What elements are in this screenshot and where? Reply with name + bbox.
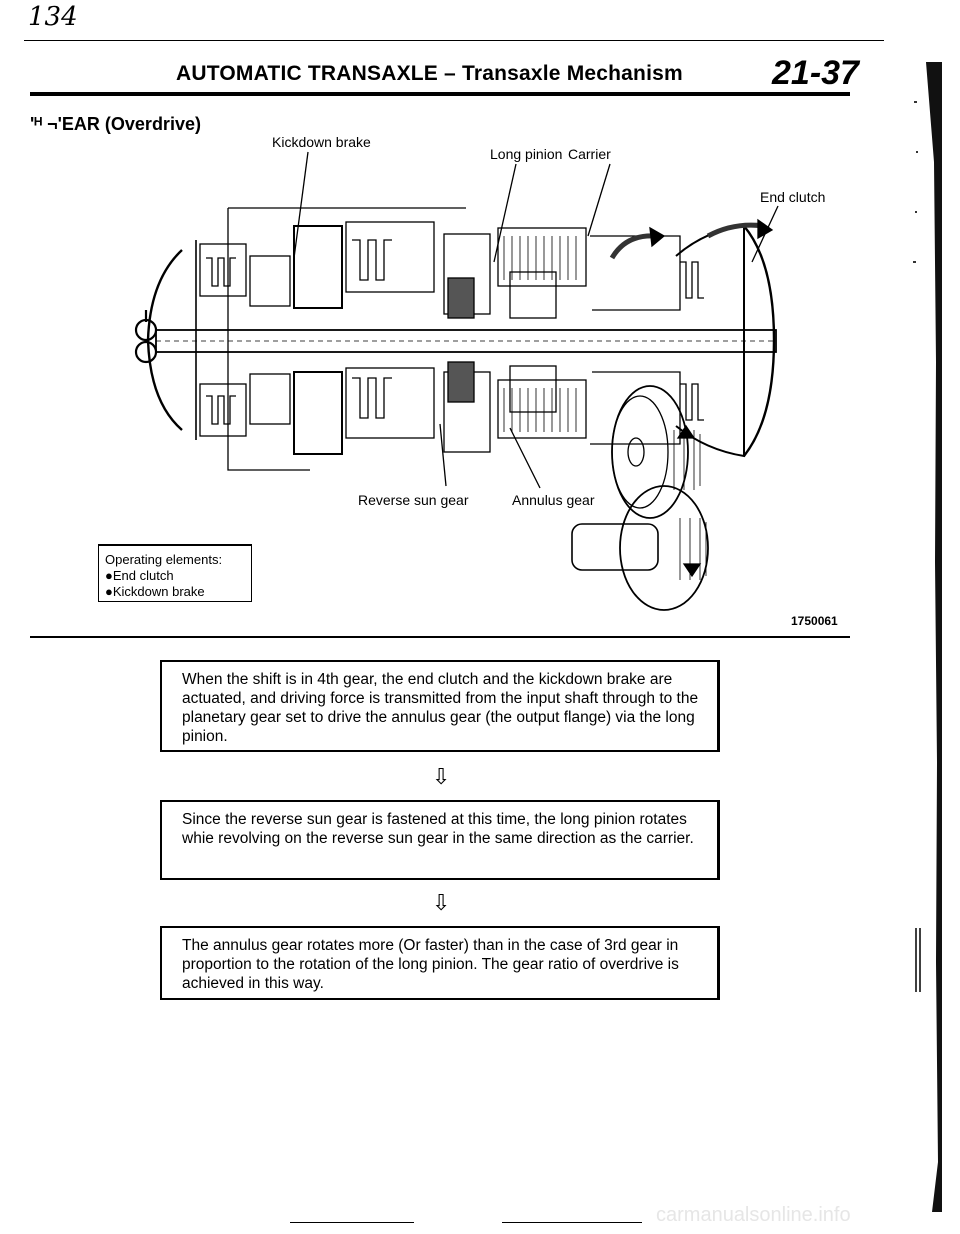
page-number: 21-37 xyxy=(772,54,859,92)
label-reverse-sun-gear: Reverse sun gear xyxy=(358,492,469,508)
footer-rule-right xyxy=(502,1222,642,1223)
flow-step-1: When the shift is in 4th gear, the end c… xyxy=(160,660,720,752)
leader-annulus xyxy=(509,427,541,489)
operating-elements-title: Operating elements: xyxy=(105,552,223,567)
label-end-clutch: End clutch xyxy=(760,189,826,205)
leader-kickdown xyxy=(293,151,309,259)
handwritten-page-number: 134 xyxy=(28,2,78,32)
leader-reverse-sun xyxy=(439,423,447,487)
figure-number: 1750061 xyxy=(791,614,838,628)
leader-long-pinion xyxy=(493,163,517,263)
leader-carrier xyxy=(587,163,611,237)
operating-elements-box: Operating elements: ●End clutch ●Kickdow… xyxy=(98,544,252,602)
label-annulus-gear: Annulus gear xyxy=(512,492,595,508)
figure-rule xyxy=(30,636,850,638)
down-arrow-icon: ⇩ xyxy=(432,890,451,915)
down-arrow-icon: ⇩ xyxy=(432,764,451,789)
label-carrier: Carrier xyxy=(568,146,611,162)
flow-step-3: The annulus gear rotates more (Or faster… xyxy=(160,926,720,1000)
top-rule xyxy=(24,40,884,41)
watermark: carmanualsonline.info xyxy=(656,1204,851,1226)
label-long-pinion: Long pinion xyxy=(490,146,563,162)
operating-element-item: ●Kickdown brake xyxy=(105,584,205,599)
label-kickdown-brake: Kickdown brake xyxy=(272,134,371,150)
operating-element-item: ●End clutch xyxy=(105,568,174,583)
section-title: 'ᴴ ¬'EAR (Overdrive) xyxy=(30,114,201,134)
header-rule xyxy=(30,92,850,96)
scan-binding-edge xyxy=(913,62,942,1212)
page-header-title: AUTOMATIC TRANSAXLE – Transaxle Mechanis… xyxy=(176,62,683,85)
footer-rule-left xyxy=(290,1222,414,1223)
flow-step-2: Since the reverse sun gear is fastened a… xyxy=(160,800,720,880)
transaxle-cutaway-diagram xyxy=(134,151,779,611)
